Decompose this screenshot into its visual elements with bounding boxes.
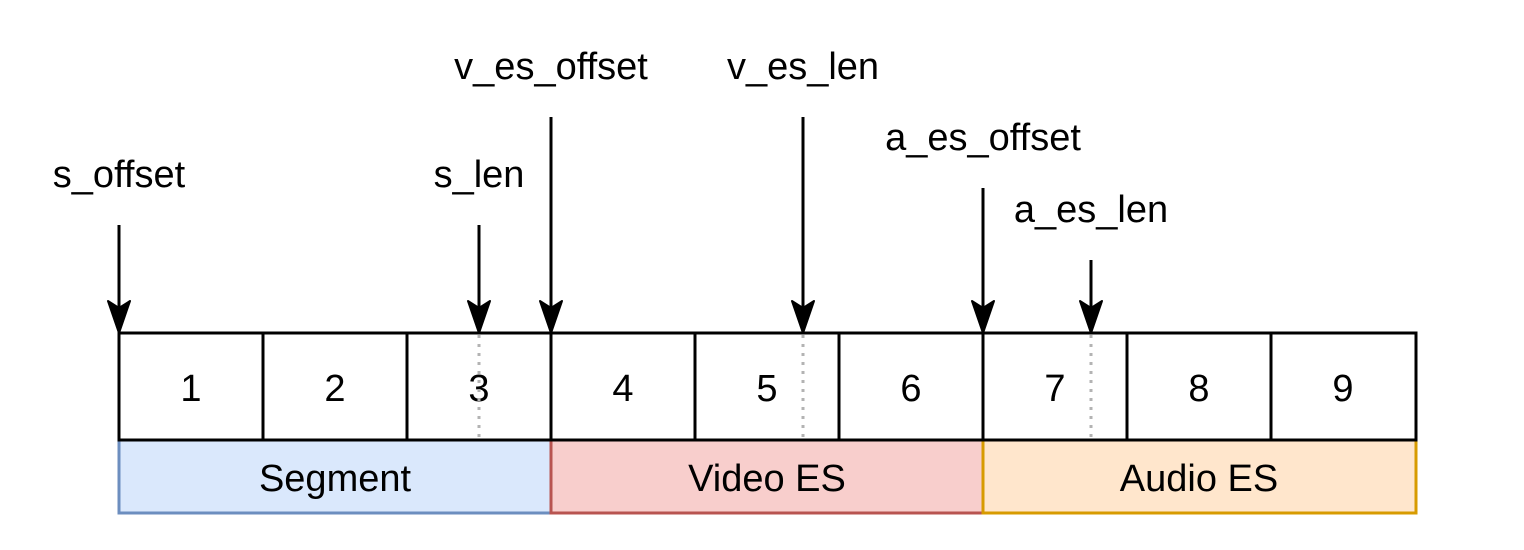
v-es-offset-label: v_es_offset <box>454 46 648 88</box>
v-es-len-label: v_es_len <box>727 46 879 88</box>
a-es-offset-arrowhead <box>971 300 995 334</box>
cell-7-label: 7 <box>1044 368 1065 410</box>
segment-group-label: Segment <box>259 458 412 500</box>
group-bar: Segment Video ES Audio ES <box>117 438 1418 515</box>
s-offset-arrowhead <box>107 300 131 334</box>
cell-7 <box>981 331 1129 442</box>
segment-group <box>117 438 553 515</box>
cell-row: 1 2 3 4 5 6 7 8 9 <box>117 331 1418 442</box>
cell-2 <box>261 331 409 442</box>
cell-5 <box>693 331 841 442</box>
cell-1-label: 1 <box>180 368 201 410</box>
cell-9 <box>1269 331 1418 442</box>
cell-9-label: 9 <box>1332 368 1353 410</box>
cell-3 <box>405 331 553 442</box>
v-es-len-arrowhead <box>791 300 815 334</box>
a-es-offset-label: a_es_offset <box>885 117 1081 159</box>
cell-5-label: 5 <box>756 368 777 410</box>
s-len-label: s_len <box>434 154 525 196</box>
video-es-group-label: Video ES <box>688 458 846 500</box>
a-es-len-arrowhead <box>1079 300 1103 334</box>
v-es-offset-arrowhead <box>539 300 563 334</box>
audio-es-group-label: Audio ES <box>1120 458 1278 500</box>
s-offset-label: s_offset <box>53 154 186 196</box>
pointer-arrows <box>117 117 1093 308</box>
cell-4 <box>549 331 697 442</box>
cell-8-label: 8 <box>1188 368 1209 410</box>
a-es-len-label: a_es_len <box>1014 189 1168 231</box>
s-len-arrowhead <box>467 300 491 334</box>
cell-6-label: 6 <box>900 368 921 410</box>
cell-6 <box>837 331 985 442</box>
cell-4-label: 4 <box>612 368 633 410</box>
video-es-group <box>549 438 985 515</box>
pointer-arrowheads <box>107 300 1103 334</box>
cell-2-label: 2 <box>324 368 345 410</box>
